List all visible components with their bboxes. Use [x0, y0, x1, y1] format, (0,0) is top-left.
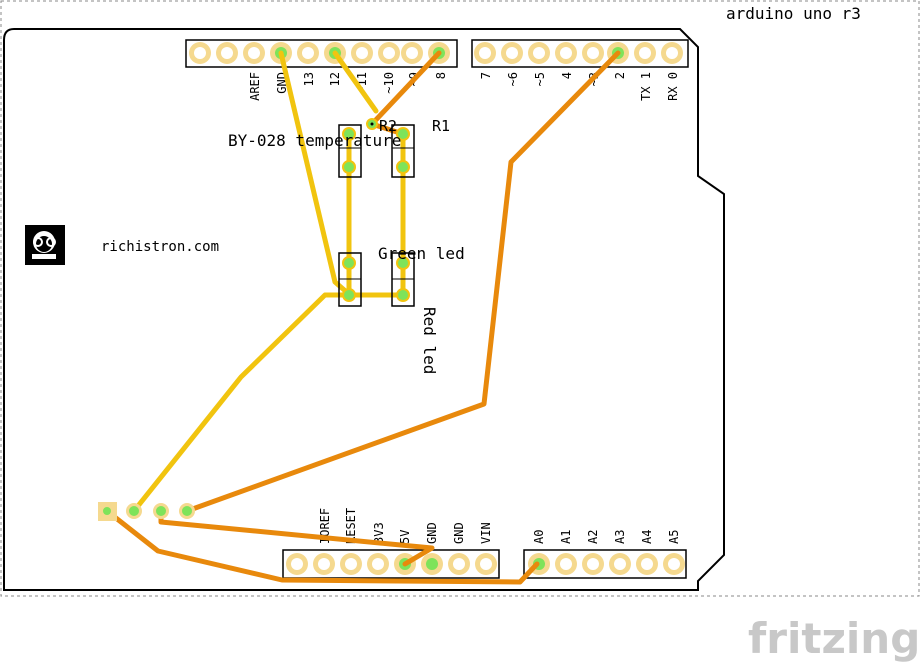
top-pin-11-pad — [479, 47, 491, 59]
top-pin-1-pad — [194, 47, 206, 59]
r1-pad-bottom — [396, 160, 410, 174]
bottom-pin-label-5: GND — [425, 522, 439, 544]
red-led-label: Red led — [420, 307, 439, 374]
top-header-block-right — [471, 39, 689, 68]
website-label: richistron.com — [101, 239, 219, 255]
left-connector-pin-3 — [156, 506, 166, 516]
r2-pad-top — [342, 127, 356, 141]
top-pin-label-4: 12 — [328, 72, 342, 86]
top-pin-8-pad — [383, 47, 395, 59]
bottom-pin-1-pad — [291, 558, 303, 570]
left-connector-pin-4 — [182, 506, 192, 516]
r1-pad-top — [396, 127, 410, 141]
left-connector-pin-2 — [129, 506, 139, 516]
top-pin-label-11: ~5 — [533, 72, 547, 86]
bottom-pin-label-13: A5 — [667, 530, 681, 544]
bottom-pin-label-3: 3V3 — [372, 522, 386, 544]
r2-footprint — [338, 124, 362, 178]
top-pin-label-3: 13 — [302, 72, 316, 86]
top-pin-label-14: 2 — [613, 72, 627, 79]
top-pin-label-1: AREF — [248, 72, 262, 101]
bottom-pin-label-4: 5V — [398, 530, 412, 544]
top-pin-15-pad — [587, 47, 599, 59]
bottom-header-block-analog — [523, 549, 687, 579]
left-connector-pin-1 — [103, 507, 111, 515]
top-pin-label-6: ~10 — [382, 72, 396, 94]
top-pin-label-15: TX 1 — [639, 72, 653, 101]
bottom-pin-2-pad — [318, 558, 330, 570]
top-pin-5-pad — [302, 47, 314, 59]
bottom-pin-label-10: A2 — [586, 530, 600, 544]
dashed-frame — [0, 0, 920, 597]
bottom-pin-13-pad — [641, 558, 653, 570]
fritzing-logo: fritzing — [748, 614, 920, 663]
bottom-header-block-power — [282, 549, 500, 579]
top-pin-17-pad — [639, 47, 651, 59]
bottom-pin-4-pad — [372, 558, 384, 570]
top-pin-label-12: 4 — [560, 72, 574, 79]
top-header-block-left — [185, 39, 458, 68]
bottom-pin-label-8: A0 — [532, 530, 546, 544]
component-footprints — [338, 124, 415, 307]
bottom-pin-label-2: RESET — [344, 508, 358, 544]
top-pin-label-16: RX 0 — [666, 72, 680, 101]
bottom-pin-14-pad — [668, 558, 680, 570]
top-pin-14-pad — [560, 47, 572, 59]
bottom-pin-7-pad — [453, 558, 465, 570]
top-pin-3-pad — [248, 47, 260, 59]
bottom-pin-label-9: A1 — [559, 530, 573, 544]
richistron-logo — [25, 225, 65, 265]
board-outline — [3, 28, 725, 591]
bottom-pin-6-pad — [426, 558, 438, 570]
r1-label: R1 — [432, 117, 450, 135]
trace-connector-to-a0 — [104, 508, 540, 585]
via-hole — [370, 122, 374, 126]
r2-label: R2 — [379, 117, 397, 135]
r2-pad-bottom — [342, 160, 356, 174]
bottom-pin-label-11: A3 — [613, 530, 627, 544]
sensor-label: BY-028 temperature — [228, 131, 401, 150]
bottom-pin-11-pad — [587, 558, 599, 570]
component-pads — [342, 118, 410, 302]
bottom-pin-10-pad — [560, 558, 572, 570]
r1-footprint — [391, 124, 415, 178]
top-pin-label-9: 7 — [479, 72, 493, 79]
top-pin-label-8: 8 — [434, 72, 448, 79]
top-pin-label-10: ~6 — [506, 72, 520, 86]
top-pin-13-pad — [533, 47, 545, 59]
green-led-label: Green led — [378, 244, 465, 263]
bottom-pin-label-6: GND — [452, 522, 466, 544]
led-pad-top — [396, 256, 410, 270]
trace-12-to-r2 — [332, 50, 379, 114]
left-connector — [98, 502, 195, 521]
led-pad-bottom — [396, 288, 410, 302]
top-pin-12-pad — [506, 47, 518, 59]
top-pin-9-pad — [406, 47, 418, 59]
top-pin-7-pad — [356, 47, 368, 59]
trace-to-left-connector — [131, 292, 352, 514]
bottom-pin-12-pad — [614, 558, 626, 570]
top-pin-2-pad — [221, 47, 233, 59]
board-title: arduino uno r3 — [726, 4, 861, 23]
bottom-pin-3-pad — [345, 558, 357, 570]
sensor-pad-top — [342, 256, 356, 270]
trace-pin2-to-connector — [184, 50, 621, 514]
bottom-pin-label-7: VIN — [479, 522, 493, 544]
bottom-pin-label-12: A4 — [640, 530, 654, 544]
top-pin-18-pad — [666, 47, 678, 59]
trace-8-to-r2 — [369, 50, 442, 127]
bottom-pin-8-pad — [480, 558, 492, 570]
sensor-pad-bottom — [342, 288, 356, 302]
